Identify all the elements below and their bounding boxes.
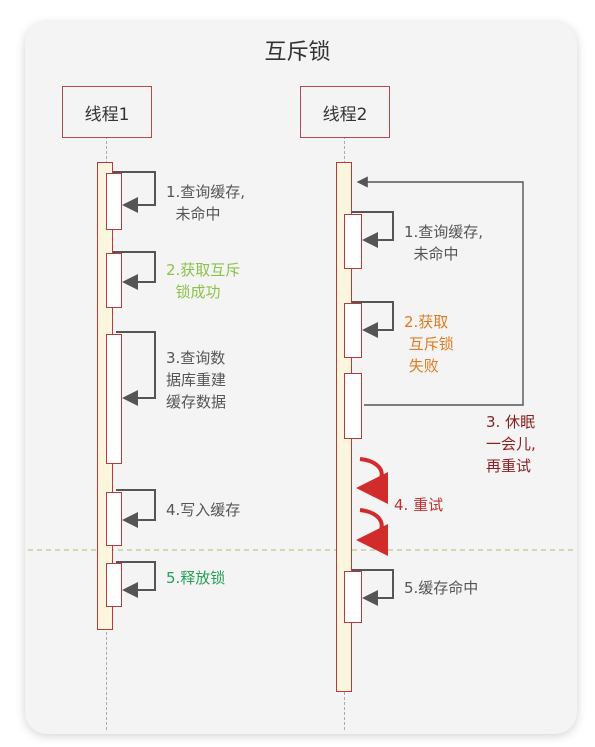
thread1-step2-label: 2.获取互斥 锁成功 <box>166 261 241 301</box>
retry-curl-2 <box>356 508 389 556</box>
thread1-step3-activation <box>106 334 122 464</box>
thread2-step3-label: 3. 休眠 一会儿, 再重试 <box>486 413 536 475</box>
thread1-step2-activation <box>106 253 122 308</box>
thread1-step1-label: 1.查询缓存, 未命中 <box>166 183 246 223</box>
thread1-step5-activation <box>106 563 122 607</box>
top-strip <box>0 0 595 6</box>
thread1-step3-label: 3.查询数 据库重建 缓存数据 <box>166 349 227 411</box>
t2-arrow-2 <box>346 301 394 338</box>
t1-arrow-4 <box>116 489 156 528</box>
t2-arrow-1 <box>346 211 394 248</box>
diagram-title: 互斥锁 <box>264 40 331 65</box>
thread2-step1-activation <box>344 214 362 269</box>
t1-arrow-3 <box>116 331 156 406</box>
thread1-step4-activation <box>106 492 122 546</box>
thread2-box: 线程2 <box>300 86 390 138</box>
thread2-step5-label: 5.缓存命中 <box>404 579 479 597</box>
thread1-step5-label: 5.释放锁 <box>166 569 226 587</box>
thread1-step1-activation <box>106 173 122 230</box>
t2-retry-loop <box>356 176 524 406</box>
thread1-label: 线程1 <box>84 104 130 125</box>
thread2-step2-activation <box>344 303 362 358</box>
thread1-box: 线程1 <box>62 86 152 138</box>
t1-arrow-2 <box>105 251 156 290</box>
thread2-step2-label: 2.获取 互斥锁 失败 <box>404 313 454 375</box>
thread2-step1-label: 1.查询缓存, 未命中 <box>404 223 484 263</box>
thread2-step3-activation <box>344 373 362 439</box>
retry-curl-1 <box>356 457 389 504</box>
thread2-step5-activation <box>344 571 362 623</box>
t2-arrow-5 <box>346 569 394 606</box>
thread2-step4-label: 4. 重试 <box>394 496 444 514</box>
thread2-label: 线程2 <box>322 104 368 125</box>
t1-arrow-1 <box>105 171 156 213</box>
thread1-step4-label: 4.写入缓存 <box>166 501 241 519</box>
t1-arrow-5 <box>116 561 156 598</box>
